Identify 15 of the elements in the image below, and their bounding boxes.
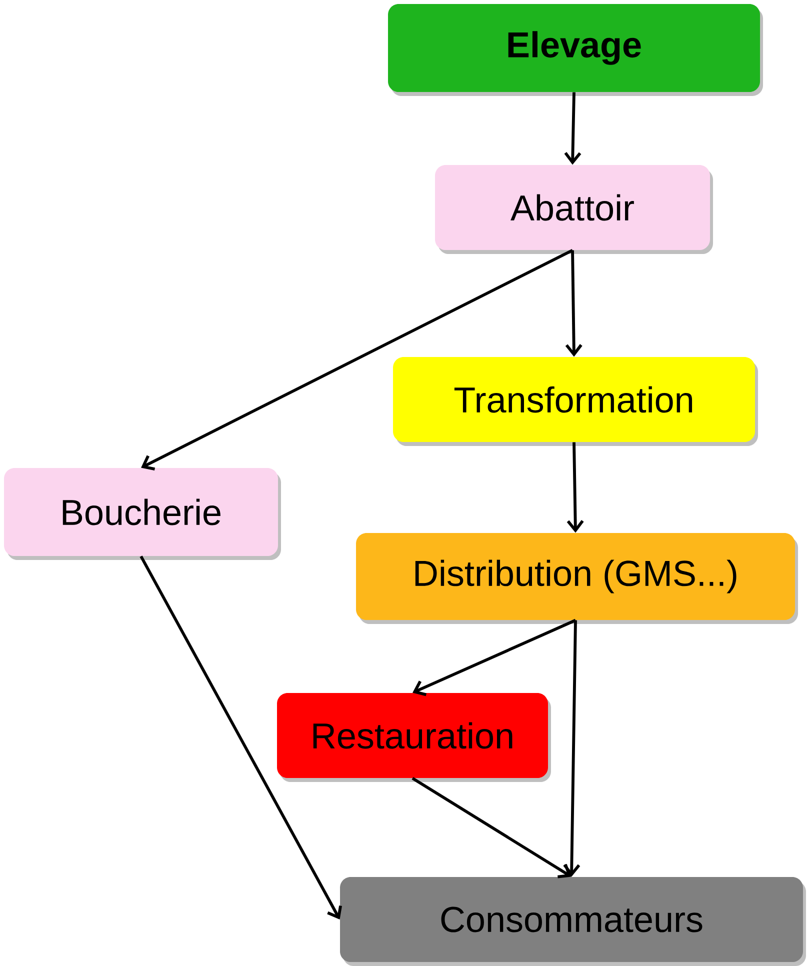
arrow <box>141 248 574 470</box>
process-box: Consommateurs <box>340 877 806 966</box>
arrow <box>412 777 572 878</box>
process-box: Distribution (GMS...) <box>356 533 798 624</box>
process-box: Boucherie <box>4 468 281 560</box>
process-box: Elevage <box>388 4 763 96</box>
arrow <box>563 620 580 877</box>
process-box: Abattoir <box>435 165 713 254</box>
arrow <box>566 442 584 533</box>
process-box: Transformation <box>393 357 758 446</box>
arrow <box>564 92 582 165</box>
arrow <box>565 250 582 357</box>
arrow <box>140 556 342 920</box>
arrow <box>412 618 576 696</box>
process-box: Restauration <box>277 693 551 782</box>
